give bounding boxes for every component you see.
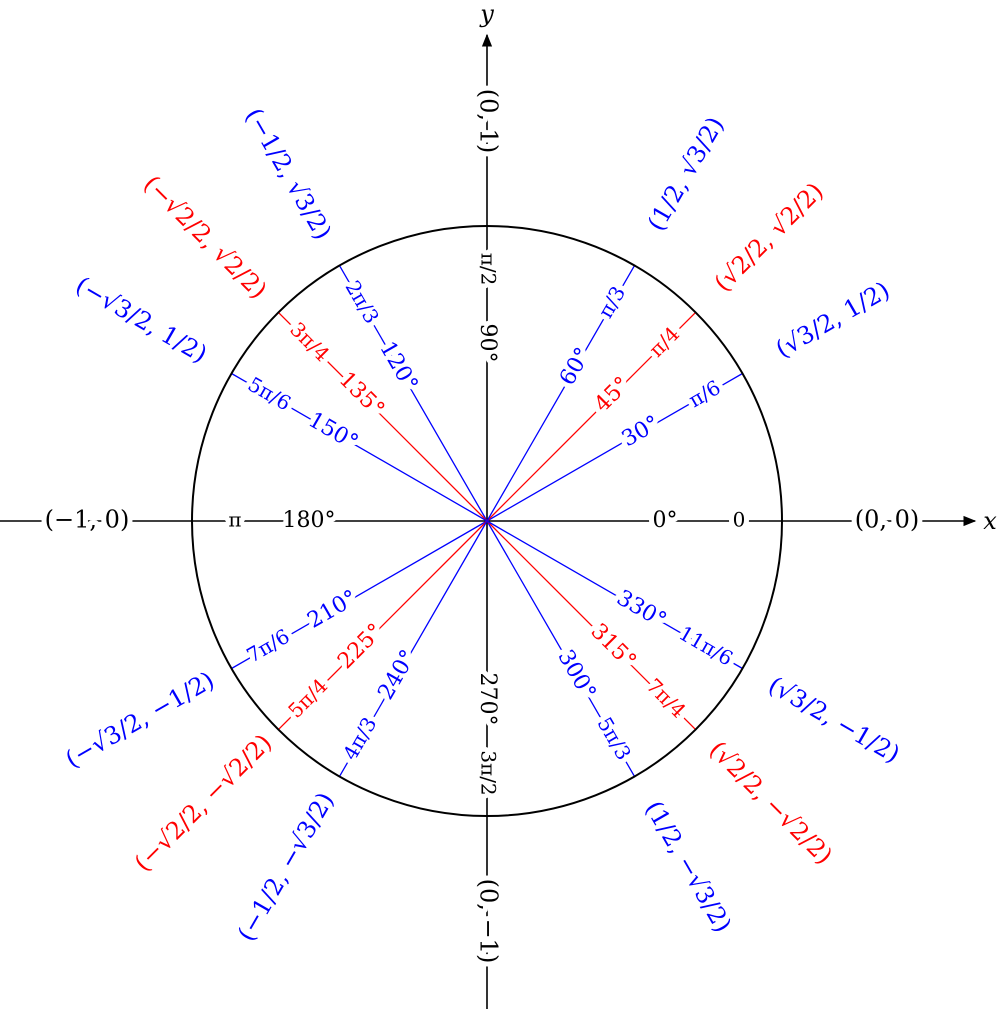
angle-rays [231, 265, 743, 777]
coord-label-225: (−√2/2, −√2/2) [129, 729, 278, 878]
degree-label-120: 120° [374, 337, 422, 395]
ray-60 [486, 265, 636, 522]
ray-45 [486, 311, 697, 522]
coord-label-150: (−√3/2, 1/2) [71, 271, 212, 369]
coord-label-0: (0, 0) [855, 506, 920, 534]
coord-label-120: (−1/2, √3/2) [240, 103, 338, 244]
degree-label-180: 180° [283, 508, 336, 533]
ray-315 [486, 520, 697, 731]
coord-label-330: (√3/2, −1/2) [764, 671, 905, 769]
radian-label-30: π/6 [684, 375, 724, 412]
radian-label-45: π/4 [644, 322, 684, 362]
coord-label-300: (1/2, −√3/2) [640, 796, 738, 937]
radian-label-60: π/3 [593, 282, 630, 322]
radian-label-270: 3π/2 [477, 750, 501, 795]
coord-label-180: (−1, 0) [45, 506, 130, 534]
radian-label-120: 2π/3 [341, 276, 384, 327]
coord-label-270: (0, −1) [475, 879, 503, 964]
coord-label-90: (0, 1) [475, 89, 503, 154]
y-axis-label: y [479, 0, 494, 28]
radian-label-90: π/2 [477, 253, 501, 286]
radian-label-225: 5π/4 [283, 674, 332, 723]
degree-label-270: 270° [475, 673, 500, 726]
ray-330 [486, 520, 743, 670]
coord-label-135: (−√2/2, √2/2) [138, 170, 272, 304]
degree-label-150: 150° [304, 407, 362, 455]
ray-225 [277, 520, 488, 731]
degree-label-210: 210° [303, 585, 361, 633]
degree-label-300: 300° [552, 646, 600, 704]
degree-label-30: 30° [618, 411, 664, 452]
degree-label-330: 330° [612, 585, 670, 633]
ray-120 [338, 265, 488, 522]
coord-label-30: (√3/2, 1/2) [771, 276, 895, 364]
coord-label-210: (−√3/2, −1/2) [61, 666, 219, 774]
radian-label-180: π [228, 508, 241, 532]
radian-label-0: 0 [733, 508, 746, 532]
radian-label-135: 3π/4 [285, 317, 334, 366]
ray-30 [486, 372, 743, 522]
ray-210 [231, 520, 488, 670]
degree-label-0: 0° [653, 508, 678, 533]
radian-label-210: 7π/6 [242, 624, 293, 667]
ray-300 [486, 520, 636, 777]
radian-label-150: 5π/6 [244, 372, 295, 415]
radian-label-330: 11π/6 [675, 621, 737, 671]
degree-label-90: 90° [475, 324, 500, 363]
coord-label-60: (1/2, √3/2) [642, 112, 730, 236]
radian-label-315: 7π/4 [642, 674, 691, 723]
degree-label-240: 240° [373, 646, 421, 704]
coord-label-45: (√2/2, √2/2) [709, 177, 829, 297]
ray-240 [338, 520, 488, 777]
x-axis-label: x [983, 507, 997, 535]
ray-150 [231, 372, 488, 522]
coord-label-315: (√2/2, −√2/2) [704, 736, 838, 870]
ray-135 [277, 311, 488, 522]
degree-label-60: 60° [555, 343, 596, 389]
radian-label-300: 5π/3 [593, 713, 636, 764]
coord-label-240: (−1/2, −√3/2) [232, 787, 340, 945]
unit-circle [191, 225, 783, 817]
radian-label-240: 4π/3 [338, 713, 381, 764]
